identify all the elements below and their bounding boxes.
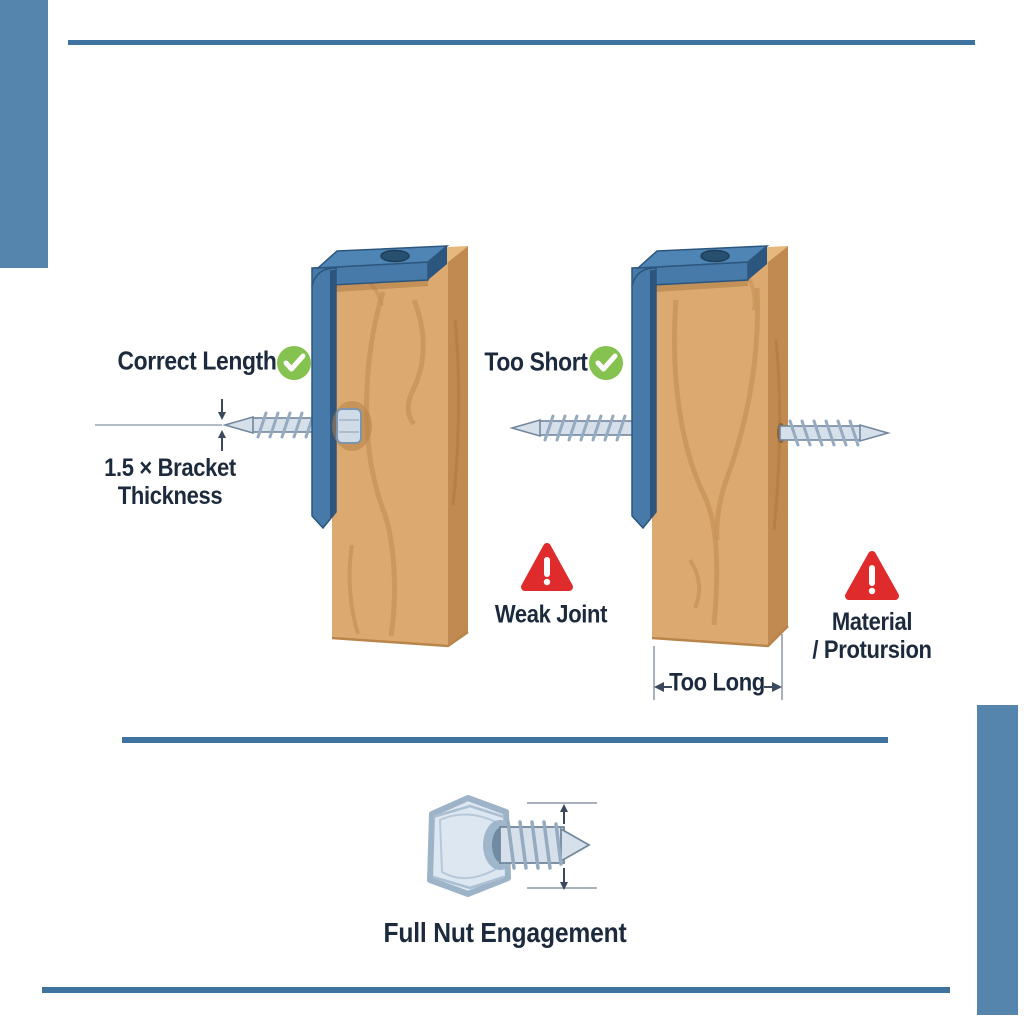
correct-length-label: Correct Length — [117, 345, 277, 376]
left-accent-bar — [0, 0, 48, 268]
weak-joint-label: Weak Joint — [494, 600, 608, 629]
nut-engagement-detail — [427, 795, 597, 897]
material-protrusion-line2: / Protursion — [812, 636, 932, 664]
too-long-label: Too Long — [669, 668, 765, 697]
l-bracket — [311, 245, 450, 530]
bracket-thickness-label: 1.5 × Bracket Thickness — [104, 454, 236, 510]
middle-rule — [122, 737, 888, 743]
hex-nut-head — [332, 401, 372, 451]
screw — [509, 414, 641, 442]
too-short-assembly — [509, 245, 891, 700]
wood-beam — [331, 246, 469, 648]
warning-triangle-icon — [521, 543, 573, 591]
protruding-screw — [777, 419, 891, 447]
bracket-thickness-line1: 1.5 × Bracket — [104, 454, 236, 482]
too-long-dimension — [653, 634, 783, 700]
screw — [499, 820, 591, 870]
correct-length-assembly — [95, 245, 469, 648]
warning-triangle-icon — [845, 551, 899, 600]
bracket-thickness-line2: Thickness — [117, 482, 223, 510]
engagement-dimension — [527, 802, 597, 890]
thickness-dimension — [95, 399, 226, 451]
material-protrusion-line1: Material — [831, 608, 913, 636]
too-short-label: Too Short — [484, 346, 588, 377]
wood-beam — [651, 246, 789, 648]
material-protrusion-label: Material / Protursion — [812, 608, 932, 664]
top-rule — [68, 40, 975, 45]
right-accent-bar — [977, 705, 1018, 1015]
l-bracket — [631, 245, 770, 530]
full-nut-engagement-label: Full Nut Engagement — [383, 917, 627, 948]
bottom-rule — [42, 987, 950, 993]
check-circle-icon — [277, 346, 311, 380]
check-circle-icon — [589, 346, 623, 380]
